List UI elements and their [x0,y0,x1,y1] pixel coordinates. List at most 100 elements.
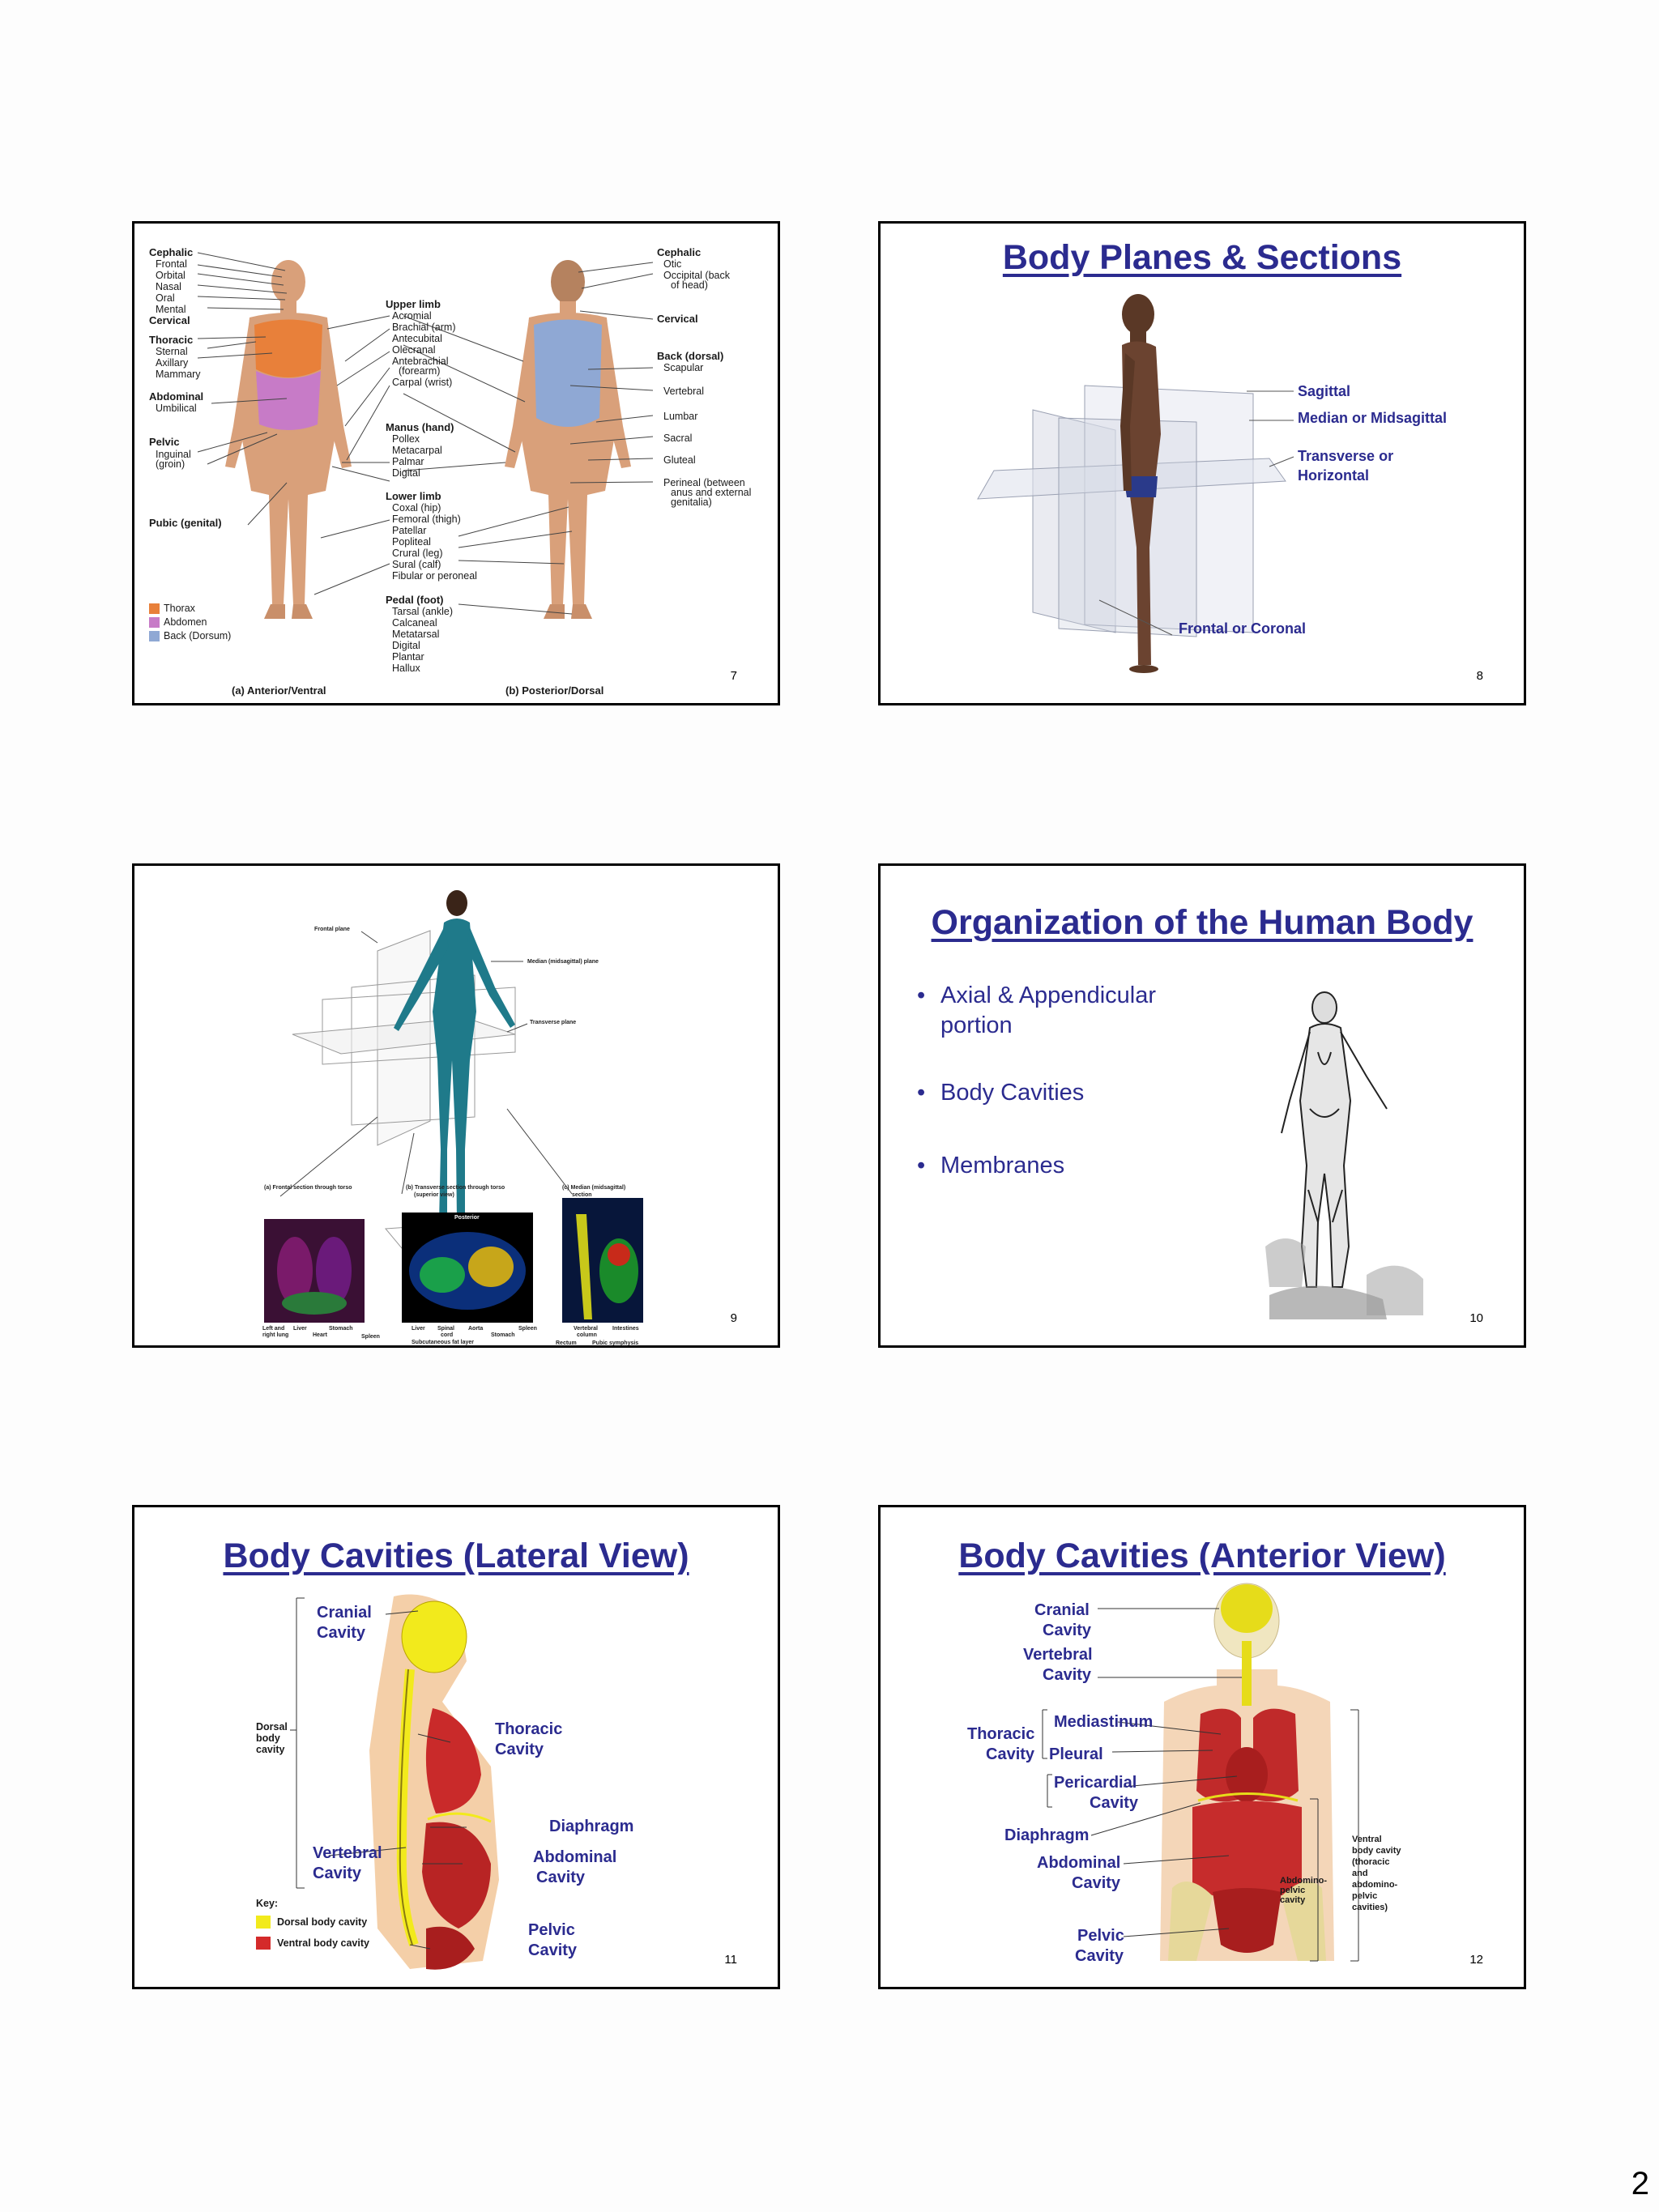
standing-man-figure [1120,294,1161,673]
slide-10: Organization of the Human Body • Axial &… [878,863,1526,1348]
label-mammary: Mammary [156,369,201,380]
label-abdominal: Abdominal [533,1848,617,1866]
label-back-dorsal: Back (dorsal) [657,350,724,362]
label-cranial-2: Cavity [1043,1622,1092,1639]
label-spleen-a: Spleen [361,1334,380,1340]
label-spleen-b: Spleen [518,1326,537,1332]
label-cranial: Cranial [317,1604,372,1622]
label-sagittal: Sagittal [1298,383,1351,399]
label-dorsal-body: Dorsal [256,1721,288,1733]
label-femoral: Femoral (thigh) [392,514,461,525]
label-brachial: Brachial (arm) [392,322,456,333]
bullet-marker: • [917,1080,926,1106]
label-metatarsal: Metatarsal [392,629,440,640]
label-transverse: Transverse or [1298,448,1394,464]
label-vertebral-2: Cavity [313,1865,362,1882]
slide-9: Frontal plane Median (midsagittal) plane… [132,863,780,1348]
caption-frontal-section: (a) Frontal section through torso [264,1185,352,1191]
label-pedal: Pedal (foot) [386,594,444,606]
legend-abdomen: Abdomen [164,616,207,628]
label-antecubital: Antecubital [392,333,442,344]
label-antebrachial: Antebrachial [392,356,449,367]
caption-transverse-section: (b) Transverse section through torso [406,1185,505,1191]
label-occipital: Occipital (back [663,270,730,281]
label-cervical-post: Cervical [657,313,698,325]
label-acromial: Acromial [392,310,432,322]
legend-back: Back (Dorsum) [164,630,232,641]
slide-number: 10 [1469,1311,1483,1325]
label-sacral: Sacral [663,433,693,444]
label-ventral: Ventral [1352,1835,1382,1844]
label-posterior: Posterior [454,1215,480,1221]
label-upper-limb: Upper limb [386,298,441,310]
label-popliteal: Popliteal [392,536,431,548]
label-abdominopelvic-2: pelvic [1280,1886,1306,1895]
label-pelvic: Pelvic [1077,1927,1124,1945]
label-metacarpal: Metacarpal [392,445,442,456]
anterior-body-figure [225,260,352,619]
label-pollex: Pollex [392,433,420,445]
label-cephalic: Cephalic [149,246,194,258]
key-swatch-ventral [256,1937,271,1950]
legend-thorax: Thorax [164,603,195,614]
slide-7: Cephalic Frontal Orbital Nasal Oral Ment… [132,221,780,705]
label-perineal: Perineal (between [663,477,745,488]
label-vertebral: Vertebral [1023,1646,1093,1664]
label-aorta: Aorta [468,1326,484,1332]
label-vertebral-column: Vertebral [574,1326,598,1332]
label-abdominal: Abdominal [149,390,204,403]
label-rectum: Rectum [556,1340,577,1346]
label-lungs: Left and [262,1326,285,1332]
caption-superior-view: (superior view) [414,1192,454,1198]
label-manus: Manus (hand) [386,421,454,433]
label-pericardial: Pericardial [1054,1774,1137,1792]
label-umbilical: Umbilical [156,403,197,414]
label-pelvic: Pelvic [149,436,180,448]
label-cranial: Cranial [1034,1601,1090,1619]
label-thoracic-2: Cavity [986,1745,1035,1763]
label-ventral-6: pelvic [1352,1891,1378,1901]
slide-number: 11 [724,1953,737,1967]
label-abdominal-2: Cavity [536,1869,586,1886]
label-olecranal: Olecranal [392,344,436,356]
label-diaphragm: Diaphragm [1004,1826,1090,1844]
label-gluteal: Gluteal [663,454,696,466]
label-abdominal-2: Cavity [1072,1874,1121,1892]
label-abdominal: Abdominal [1037,1854,1121,1872]
label-transverse-plane: Transverse plane [530,1020,577,1025]
label-cervical: Cervical [149,314,190,326]
label-tarsal: Tarsal (ankle) [392,606,454,617]
legend-swatch-thorax [149,603,160,614]
anterior-cavities-figure [1042,1583,1359,1962]
label-ventral-7: cavities) [1352,1903,1388,1912]
label-groin: (groin) [156,458,186,470]
label-palmar: Palmar [392,456,424,467]
label-thoracic: Thoracic [967,1725,1035,1743]
label-mediastinum: Mediastinum [1054,1713,1154,1731]
label-ventral-5: abdomino- [1352,1880,1398,1890]
label-vertebral: Vertebral [663,386,705,397]
label-dorsal-body-3: cavity [256,1744,285,1755]
label-median-plane: Median (midsagittal) plane [527,959,599,965]
label-vertebral-column-2: column [577,1332,597,1338]
anatomical-engraving-image [1265,991,1423,1319]
label-pubic: Pubic (genital) [149,517,222,529]
caption-posterior: (b) Posterior/Dorsal [505,684,604,697]
label-pericardial-2: Cavity [1090,1794,1139,1812]
slide-8: Body Planes & Sections Sagittal Median o… [878,221,1526,705]
label-spinal: Spinal [437,1326,455,1332]
label-ventral-4: and [1352,1869,1368,1878]
label-lower-limb: Lower limb [386,490,441,502]
caption-median-section-2: section [572,1192,592,1198]
bullet-item: • Body Cavities [917,1078,1084,1108]
slide-number: 7 [730,669,737,683]
label-fibular: Fibular or peroneal [392,570,477,582]
bullet-marker: • [917,982,926,1008]
label-horizontal: Horizontal [1298,467,1369,484]
label-orbital: Orbital [156,270,186,281]
label-pelvic: Pelvic [528,1921,575,1939]
body-planes-figure [977,294,1294,673]
key-dorsal: Dorsal body cavity [277,1916,368,1928]
body-regions-figure [197,252,654,619]
bullet-text: Axial & Appendicular [940,982,1156,1008]
